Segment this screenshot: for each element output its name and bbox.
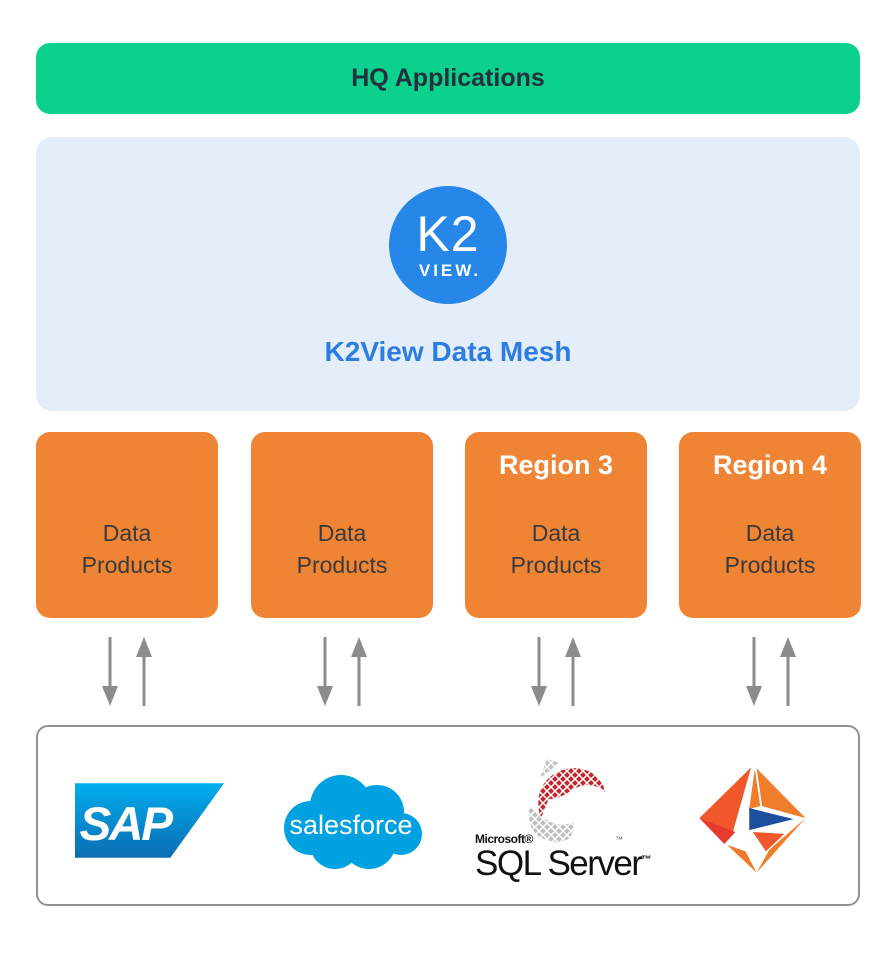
- data-products-label: Data Products: [81, 520, 173, 578]
- region-4-box: Region 4 Data Products: [679, 432, 861, 618]
- microsoft-label: Microsoft®: [475, 832, 533, 846]
- data-products-label: Data Products: [510, 520, 602, 578]
- sync-arrows-1: [102, 637, 152, 706]
- arrow-down-icon: [317, 637, 333, 706]
- region-3-title: Region 3: [498, 450, 613, 480]
- k2-logo-text: K2: [416, 206, 480, 262]
- sync-arrows-2: [317, 637, 367, 706]
- trademark-symbol: ™: [615, 835, 623, 844]
- trademark-symbol: ™: [641, 854, 652, 866]
- k2-logo-subtext: VIEW.: [418, 261, 482, 280]
- arrow-down-icon: [746, 637, 762, 706]
- sap-icon: SAP: [75, 783, 224, 858]
- salesforce-logo: salesforce: [275, 772, 427, 875]
- data-sources-box: SAP salesforce: [36, 725, 860, 906]
- informatica-diamond-icon: [699, 767, 806, 873]
- region-4-title: Region 4: [712, 450, 827, 480]
- data-products-label: Data Products: [724, 520, 816, 578]
- salesforce-cloud-icon: salesforce: [284, 775, 422, 869]
- hq-applications-label: HQ Applications: [351, 64, 545, 92]
- sql-server-swoosh-icon: [528, 759, 605, 842]
- arrow-up-icon: [136, 637, 152, 706]
- region-3-box: Region 3 Data Products: [465, 432, 647, 618]
- arrow-up-icon: [780, 637, 796, 706]
- data-mesh-panel: K2 VIEW. K2View Data Mesh: [36, 137, 860, 411]
- arrow-down-icon: [531, 637, 547, 706]
- sync-arrows-4: [746, 637, 796, 706]
- sql-server-logo: ™ Microsoft® SQL Server™: [475, 755, 660, 890]
- sync-arrows-3: [531, 637, 581, 706]
- arrow-down-icon: [102, 637, 118, 706]
- svg-text:SAP: SAP: [79, 798, 173, 851]
- sap-logo: SAP: [75, 783, 224, 858]
- svg-text:salesforce: salesforce: [289, 810, 412, 840]
- data-products-box-1: Data Products: [36, 432, 218, 618]
- informatica-logo: [692, 758, 812, 882]
- sql-server-label: SQL Server™: [475, 844, 652, 883]
- hq-applications-banner: HQ Applications: [36, 43, 860, 114]
- k2view-logo-icon: K2 VIEW.: [389, 186, 507, 304]
- arrow-up-icon: [565, 637, 581, 706]
- data-products-label: Data Products: [296, 520, 388, 578]
- arrow-up-icon: [351, 637, 367, 706]
- data-products-box-2: Data Products: [251, 432, 433, 618]
- mesh-panel-title: K2View Data Mesh: [324, 336, 572, 367]
